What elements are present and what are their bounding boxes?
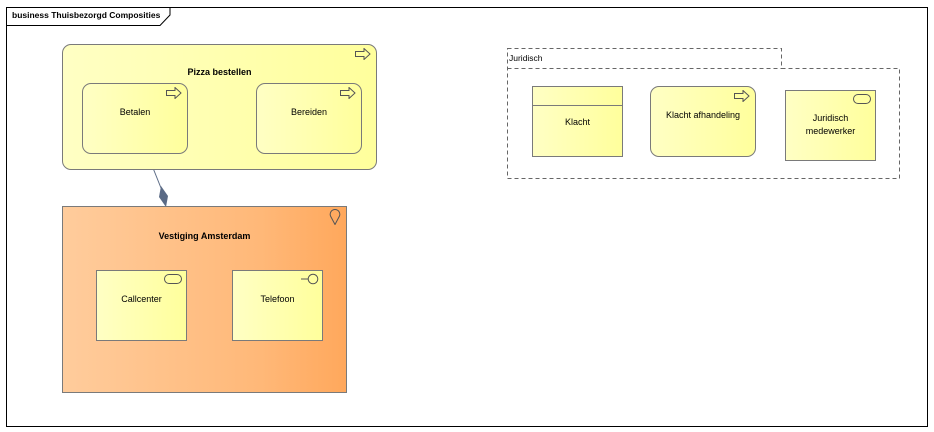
interface-lollipop-icon	[301, 273, 319, 285]
juridisch-medewerker-label-line1: Juridisch	[812, 113, 849, 123]
service-pill-icon	[853, 94, 871, 104]
klacht-afhandeling-label: Klacht afhandeling	[665, 110, 741, 120]
process-arrow-icon	[340, 87, 356, 99]
vestiging-label: Vestiging Amsterdam	[158, 231, 251, 241]
bereiden-label: Bereiden	[290, 107, 328, 117]
bereiden-node[interactable]: Bereiden	[256, 83, 362, 154]
juridisch-medewerker-node[interactable]: Juridisch medewerker	[785, 90, 876, 161]
juridisch-medewerker-label-line2: medewerker	[805, 126, 856, 136]
betalen-label: Betalen	[119, 107, 151, 117]
pizza-bestellen-label: Pizza bestellen	[187, 67, 252, 77]
telefoon-label: Telefoon	[260, 294, 295, 304]
service-pill-icon	[164, 274, 182, 284]
frame-title: business Thuisbezorgd Composities	[12, 10, 161, 20]
juridisch-label: Juridisch	[509, 53, 543, 63]
process-arrow-icon	[734, 90, 750, 102]
location-pin-icon	[329, 209, 341, 225]
composition-diamond-vestiging	[159, 186, 168, 207]
callcenter-node[interactable]: Callcenter	[96, 270, 187, 341]
process-arrow-icon	[166, 87, 182, 99]
klacht-header-bar	[533, 105, 622, 106]
klacht-label: Klacht	[564, 117, 590, 127]
telefoon-node[interactable]: Telefoon	[232, 270, 323, 341]
callcenter-label: Callcenter	[121, 294, 162, 304]
betalen-node[interactable]: Betalen	[82, 83, 188, 154]
diagram-frame	[6, 7, 928, 427]
process-arrow-icon	[355, 48, 371, 60]
klacht-afhandeling-node[interactable]: Klacht afhandeling	[650, 86, 756, 157]
klacht-node[interactable]: Klacht	[532, 86, 623, 157]
